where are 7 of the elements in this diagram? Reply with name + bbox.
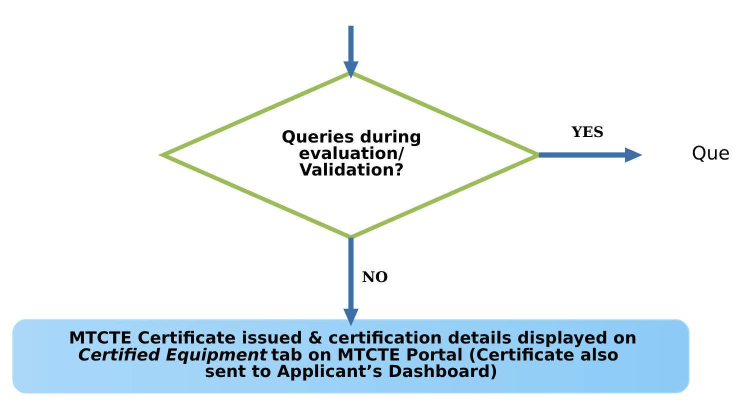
edge-label: YES	[572, 124, 604, 141]
arrow	[343, 238, 359, 326]
arrow	[343, 26, 359, 79]
arrow	[538, 147, 642, 163]
edge-label: NO	[362, 268, 388, 286]
label: Que	[692, 144, 730, 165]
node-box: MTCTE Certificate issued & certification details displayed on Certified Equipment tab on MTCTE Portal (Certificate also sent to Applicant’s Dashboard)	[12, 319, 690, 394]
